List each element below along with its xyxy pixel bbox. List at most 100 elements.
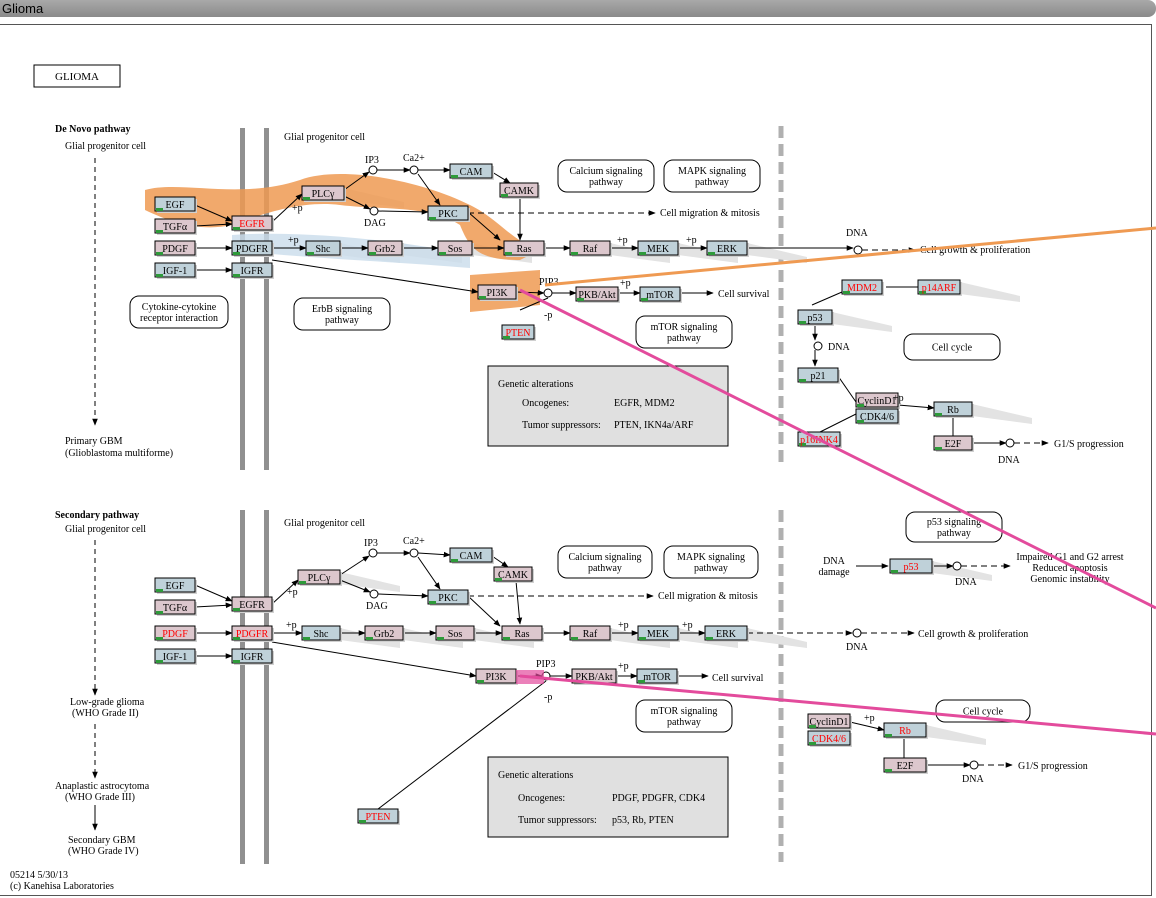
denovo-gene-igf1[interactable]: IGF-1 xyxy=(154,262,197,279)
denovo-gene-camk[interactable]: CAMK xyxy=(499,182,540,199)
secondary-gene-p53[interactable]: p53 xyxy=(889,558,934,575)
secondary-gene-pkc[interactable]: PKC xyxy=(427,589,470,606)
denovo-gene-mdm2[interactable]: MDM2 xyxy=(841,279,884,296)
denovo-gene-mtor-box xyxy=(639,286,681,302)
denovo-gene-mtor[interactable]: mTOR xyxy=(639,286,682,303)
denovo-gene-raf[interactable]: Raf xyxy=(569,240,612,257)
secondary-gene-mek[interactable]: MEK xyxy=(637,625,680,642)
denovo-gene-shc[interactable]: Shc xyxy=(305,240,342,257)
secondary-gene-pten[interactable]: PTEN xyxy=(357,808,400,825)
denovo-gene-grb2[interactable]: Grb2 xyxy=(367,240,404,257)
denovo-gene-pkb-marker xyxy=(577,298,584,301)
denovo-gene-pten[interactable]: PTEN xyxy=(501,324,536,341)
secondary-gene-e2f[interactable]: E2F xyxy=(883,757,928,774)
secondary-gene-erk[interactable]: ERK xyxy=(704,625,749,642)
footer-line-0: 05214 5/30/13 xyxy=(10,870,68,881)
denovo-gene-ras[interactable]: Ras xyxy=(503,240,546,257)
secondary-gene-shc-marker xyxy=(303,637,310,640)
secondary-calcium-pathway-line-1: pathway xyxy=(588,563,622,574)
secondary-gene-egfr[interactable]: EGFR xyxy=(231,596,274,613)
denovo-gene-pdgf[interactable]: PDGF xyxy=(154,240,197,257)
secondary-gene-cdk46[interactable]: CDK4/6 xyxy=(807,730,852,747)
denovo-gene-erk[interactable]: ERK xyxy=(706,240,749,257)
denovo-gene-cdk46[interactable]: CDK4/6 xyxy=(855,408,900,425)
denovo-edge-p16-cdk xyxy=(819,413,857,433)
denovo-gene-igfr[interactable]: IGFR xyxy=(231,262,274,279)
denovo-plus-p-2: +p xyxy=(288,235,299,246)
secondary-gene-plcg[interactable]: PLCγ xyxy=(297,569,342,586)
denovo-gene-e2f[interactable]: E2F xyxy=(933,435,974,452)
denovo-gene-plcg[interactable]: PLCγ xyxy=(301,185,346,202)
denovo-cellcycle-pathway[interactable]: Cell cycle xyxy=(903,333,1001,361)
denovo-gene-p14arf[interactable]: p14ARF xyxy=(917,279,962,296)
secondary-gene-p53-box xyxy=(889,558,933,574)
secondary-gene-egf[interactable]: EGF xyxy=(154,577,197,594)
secondary-dag-label: DAG xyxy=(366,601,388,612)
secondary-gene-plcg-tail xyxy=(340,572,400,592)
secondary-gene-erk-tail xyxy=(747,628,807,648)
secondary-growth-label: Cell growth & proliferation xyxy=(918,629,1028,640)
secondary-gene-grb2-marker xyxy=(366,637,373,640)
denovo-edge-pdgfr-pi3k xyxy=(271,259,479,294)
secondary-gene-rb[interactable]: Rb xyxy=(883,722,928,739)
secondary-gene-igf1-box xyxy=(154,648,196,664)
denovo-gene-cam[interactable]: CAM xyxy=(449,163,494,180)
secondary-gene-ras[interactable]: Ras xyxy=(501,625,544,642)
denovo-gene-cyclind1[interactable]: CyclinD1 xyxy=(855,392,900,409)
secondary-gene-tgfa[interactable]: TGFα xyxy=(154,599,197,616)
denovo-gene-tgfa[interactable]: TGFα xyxy=(154,218,197,235)
denovo-plus-p-3: +p xyxy=(617,235,628,246)
denovo-oncogenes-value: EGFR, MDM2 xyxy=(614,398,675,409)
highlight-pink-trace-1 xyxy=(519,288,1156,610)
denovo-cytokine-pathway-line-0: Cytokine-cytokine xyxy=(142,302,217,313)
secondary-dna-node-1 xyxy=(852,628,862,638)
secondary-gene-igfr-marker xyxy=(233,660,240,663)
secondary-gene-igf1[interactable]: IGF-1 xyxy=(154,648,197,665)
denovo-gene-mdm2-box xyxy=(841,279,883,295)
denovo-gene-e2f-label: E2F xyxy=(945,439,962,450)
secondary-gene-sos[interactable]: Sos xyxy=(435,625,476,642)
denovo-gene-pkc[interactable]: PKC xyxy=(427,205,470,222)
secondary-gene-grb2[interactable]: Grb2 xyxy=(364,625,405,642)
denovo-gene-egfr[interactable]: EGFR xyxy=(231,215,274,232)
secondary-gene-cam[interactable]: CAM xyxy=(449,547,494,564)
secondary-dna-label-2: DNA xyxy=(955,577,977,588)
denovo-gene-pkb[interactable]: PKB/Akt xyxy=(575,286,620,303)
denovo-suppressors-label: Tumor suppressors: xyxy=(522,420,601,431)
secondary-gene-camk-box xyxy=(493,566,533,582)
secondary-gene-sos-box xyxy=(435,625,475,641)
secondary-gene-pdgfr[interactable]: PDGFR xyxy=(231,625,274,642)
secondary-ip3-label: IP3 xyxy=(364,538,378,549)
secondary-gene-igfr[interactable]: IGFR xyxy=(231,648,274,665)
denovo-gene-rb[interactable]: Rb xyxy=(933,401,974,418)
secondary-gene-pdgf[interactable]: PDGF xyxy=(154,625,197,642)
secondary-gene-raf[interactable]: Raf xyxy=(569,625,612,642)
secondary-gene-mtor[interactable]: mTOR xyxy=(636,668,679,685)
secondary-gene-pi3k[interactable]: PI3K xyxy=(475,668,518,685)
denovo-dag-label: DAG xyxy=(364,218,386,229)
secondary-gene-shc[interactable]: Shc xyxy=(301,625,342,642)
denovo-gene-p53[interactable]: p53 xyxy=(797,309,834,326)
denovo-gene-sos[interactable]: Sos xyxy=(437,240,474,257)
secondary-gene-mek-marker xyxy=(639,637,646,640)
denovo-plus-p-4: +p xyxy=(686,235,697,246)
denovo-gene-pi3k-label: PI3K xyxy=(486,288,508,299)
denovo-gene-egf[interactable]: EGF xyxy=(154,196,197,213)
secondary-mapk-pathway-box xyxy=(663,545,759,579)
secondary-gene-camk[interactable]: CAMK xyxy=(493,566,534,583)
denovo-gene-p21[interactable]: p21 xyxy=(797,367,840,384)
denovo-gene-pdgfr[interactable]: PDGFR xyxy=(231,240,274,257)
denovo-gene-mek[interactable]: MEK xyxy=(637,240,680,257)
secondary-plus-p-3: +p xyxy=(618,620,629,631)
secondary-gene-cyclind1[interactable]: CyclinD1 xyxy=(807,713,852,730)
denovo-gene-pi3k[interactable]: PI3K xyxy=(477,284,518,301)
